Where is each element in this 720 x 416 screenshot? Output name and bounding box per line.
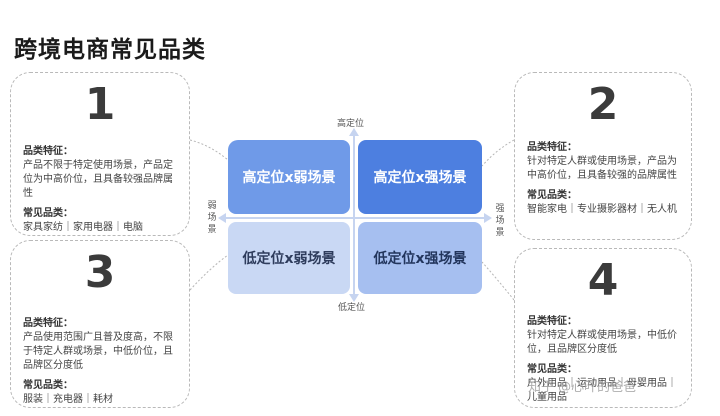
common-heading: 常见品类： (527, 364, 577, 375)
common-text: 户外用品｜运动用品｜母婴用品｜儿童用品 (527, 378, 677, 403)
connector-1 (189, 139, 229, 161)
feature-text: 产品不限于特定使用场景，产品定位为中高价位，且具备较强品牌属性 (23, 160, 173, 199)
axis-arrow-up (349, 128, 359, 136)
feature-heading: 品类特征： (23, 146, 73, 157)
category-card-2: 2 品类特征： 针对特定人群或使用场景，产品为中高价位，且具备较强的品牌属性 常… (514, 72, 692, 240)
feature-text: 针对特定人群或使用场景，产品为中高价位，且具备较强的品牌属性 (527, 156, 677, 181)
connector-3 (189, 254, 229, 291)
quadrant-high-strong: 高定位x强场景 (358, 140, 482, 214)
common-heading: 常见品类： (23, 380, 73, 391)
common-text: 服装｜充电器｜耗材 (23, 394, 113, 405)
axis-label-bottom: 低定位 (338, 303, 366, 313)
feature-heading: 品类特征： (527, 316, 577, 327)
category-card-1: 1 品类特征： 产品不限于特定使用场景，产品定位为中高价位，且具备较强品牌属性 … (10, 72, 190, 236)
page-title: 跨境电商常见品类 (14, 37, 206, 63)
card-number: 1 (84, 79, 116, 130)
connector-4 (481, 261, 515, 301)
quadrant-low-weak: 低定位x弱场景 (228, 222, 350, 294)
common-text: 智能家电｜专业摄影器材｜无人机 (527, 204, 677, 215)
feature-text: 针对特定人群或使用场景，中低价位，且品牌区分度低 (527, 330, 677, 355)
quadrant-high-weak: 高定位x弱场景 (228, 140, 350, 214)
card-number: 2 (587, 79, 619, 130)
feature-heading: 品类特征： (23, 318, 73, 329)
common-heading: 常见品类： (23, 208, 73, 219)
axis-arrow-right (484, 213, 492, 223)
axis-label-left: 弱场景 (207, 201, 217, 235)
category-card-4: 4 品类特征： 针对特定人群或使用场景，中低价位，且品牌区分度低 常见品类： 户… (514, 248, 692, 408)
common-heading: 常见品类： (527, 190, 577, 201)
card-number: 4 (587, 255, 619, 306)
quadrant-low-strong: 低定位x强场景 (358, 222, 482, 294)
axis-label-right: 强场景 (495, 204, 505, 238)
feature-heading: 品类特征： (527, 142, 577, 153)
category-card-3: 3 品类特征： 产品使用范围广且普及度高，不限于特定人群或场景，中低价位，且品牌… (10, 240, 190, 408)
connector-2 (481, 139, 515, 167)
axis-arrow-down (349, 294, 359, 302)
watermark: 知乎 @心叶的爸爸 (528, 380, 637, 395)
common-text: 家具家纺｜家用电器｜电脑 (23, 222, 143, 233)
axis-label-top: 高定位 (337, 119, 365, 129)
card-number: 3 (84, 247, 116, 298)
feature-text: 产品使用范围广且普及度高，不限于特定人群或场景，中低价位，且品牌区分度低 (23, 332, 173, 371)
axis-arrow-left (218, 213, 226, 223)
